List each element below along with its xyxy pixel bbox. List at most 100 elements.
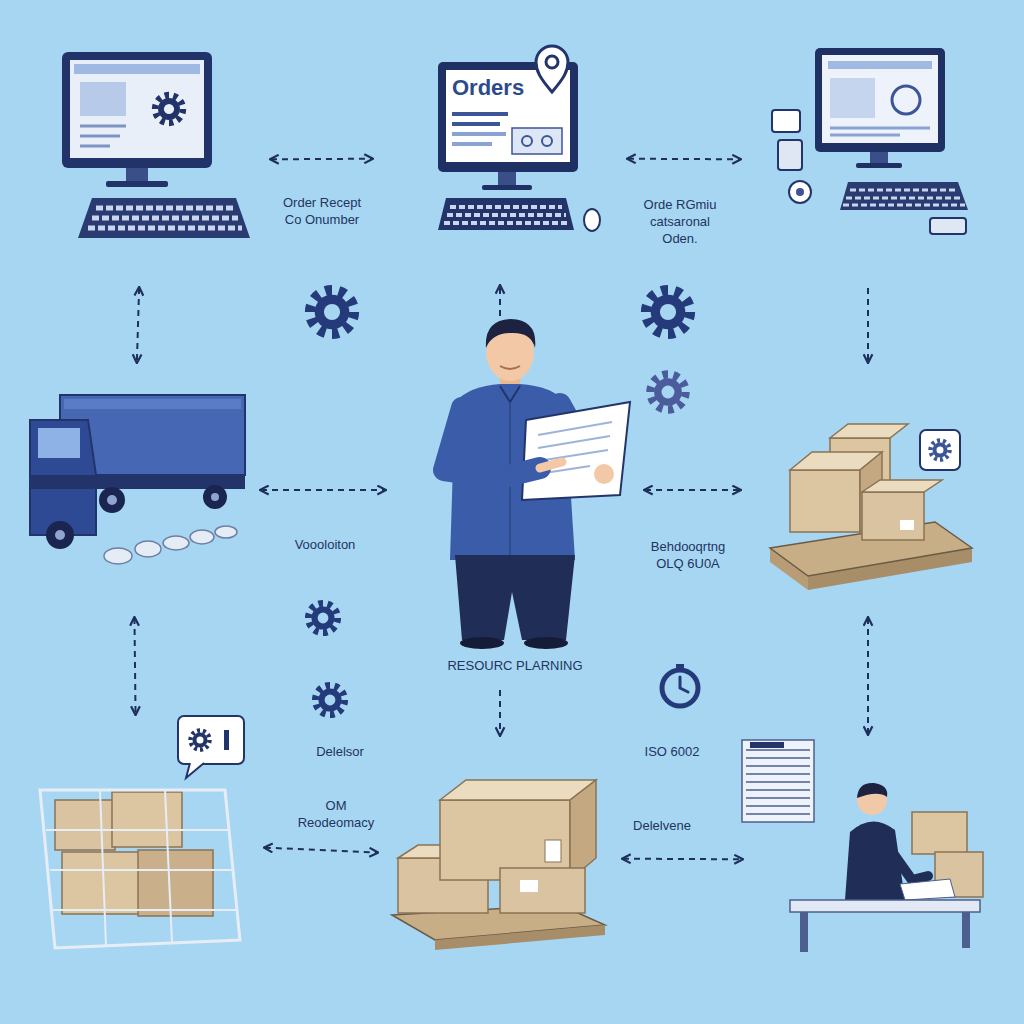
keyboard-keys xyxy=(88,208,242,228)
device xyxy=(772,110,800,132)
clock-hands xyxy=(680,677,688,692)
flow-arrow xyxy=(137,288,139,362)
flow-arrow xyxy=(265,848,377,853)
keyboard xyxy=(438,198,574,230)
speech-bubble xyxy=(178,716,244,764)
clock-icon xyxy=(662,664,698,706)
device xyxy=(789,181,811,203)
process-circle xyxy=(750,372,986,608)
flow-arrow xyxy=(623,858,742,861)
screen-circle xyxy=(892,86,920,114)
window-bar xyxy=(828,61,932,69)
screen-lines xyxy=(830,128,930,135)
box xyxy=(112,792,182,847)
flow-arrow xyxy=(645,489,740,491)
wheel xyxy=(203,485,227,509)
stone xyxy=(190,530,214,544)
screen-dot xyxy=(522,136,532,146)
gear-icon xyxy=(931,441,950,460)
monitor-frame xyxy=(62,52,212,168)
box xyxy=(138,850,213,916)
trousers xyxy=(455,555,575,640)
clerk-arm xyxy=(885,842,928,880)
process-circle: Orders xyxy=(382,40,618,276)
box xyxy=(790,470,860,532)
clock-knob xyxy=(676,664,684,669)
gear-icon xyxy=(315,685,344,714)
gear-icon xyxy=(191,731,210,750)
map-pin xyxy=(536,46,568,92)
box-top xyxy=(830,424,908,438)
box-side xyxy=(570,780,596,880)
circle-fill xyxy=(750,42,986,278)
box-tag xyxy=(545,840,561,862)
device xyxy=(778,140,802,170)
box xyxy=(55,800,115,850)
gear-icon xyxy=(646,290,690,334)
container-highlight xyxy=(64,399,241,409)
circle-outline xyxy=(15,372,251,608)
mouse xyxy=(584,209,600,231)
circle-fill xyxy=(25,42,261,278)
workstation-illustration xyxy=(772,48,968,234)
node-caption: RESOURC PLARNING xyxy=(447,658,582,674)
flow-arrow xyxy=(499,690,501,735)
paper-stack xyxy=(742,740,814,822)
note-label: Delelsor xyxy=(290,744,390,761)
planner-figure xyxy=(444,319,630,649)
mouth xyxy=(500,366,520,369)
circle-fill xyxy=(387,745,603,961)
screen-line xyxy=(452,132,506,136)
truck-illustration xyxy=(30,395,245,564)
box xyxy=(862,492,924,540)
paper-edges xyxy=(746,750,810,814)
collar xyxy=(500,386,520,402)
hair xyxy=(486,319,535,348)
stone xyxy=(104,548,132,564)
edge-label: OM Reodeomacy xyxy=(294,798,378,832)
stone xyxy=(215,526,237,538)
wheel xyxy=(99,487,125,513)
edge-label: Delelvene xyxy=(612,818,712,835)
box xyxy=(912,812,967,854)
gear-icon xyxy=(310,290,354,334)
edge-label: Voooloiton xyxy=(275,537,375,554)
box xyxy=(500,868,585,913)
desk-paper xyxy=(900,879,955,900)
paper-sheet xyxy=(522,402,630,500)
monitor-base xyxy=(482,185,532,190)
pallet-illustration xyxy=(770,424,972,590)
circle-fill xyxy=(19,724,255,960)
monitor-stand xyxy=(126,168,148,182)
crate-frame xyxy=(40,790,240,948)
keyboard xyxy=(78,198,250,238)
screen-line xyxy=(452,112,508,116)
flow-arrow xyxy=(499,286,501,316)
desk xyxy=(790,900,980,912)
orders-computer-illustration xyxy=(438,46,600,231)
screen-box xyxy=(512,128,562,154)
pallet-front xyxy=(435,925,605,950)
pointing-hand xyxy=(540,462,562,468)
screen-lines xyxy=(80,126,126,146)
circle-outline xyxy=(387,745,613,971)
screen-line xyxy=(452,142,492,146)
flow-arrow xyxy=(867,288,869,362)
monitor-screen xyxy=(822,55,938,143)
screen-image xyxy=(830,78,875,118)
circle-fill xyxy=(750,372,986,608)
monitor-base xyxy=(106,181,168,187)
boxes-illustration xyxy=(392,780,605,950)
flow-arrow xyxy=(867,618,869,734)
arm xyxy=(444,408,540,478)
process-circle xyxy=(387,745,613,971)
box-tag xyxy=(900,520,914,530)
gear-icon xyxy=(650,374,685,409)
keyboard xyxy=(840,182,968,210)
gear-icon xyxy=(308,603,337,632)
process-circle xyxy=(752,744,984,976)
wheel-hub xyxy=(211,493,219,501)
circle-outline xyxy=(752,744,984,976)
computer-illustration xyxy=(62,52,250,238)
